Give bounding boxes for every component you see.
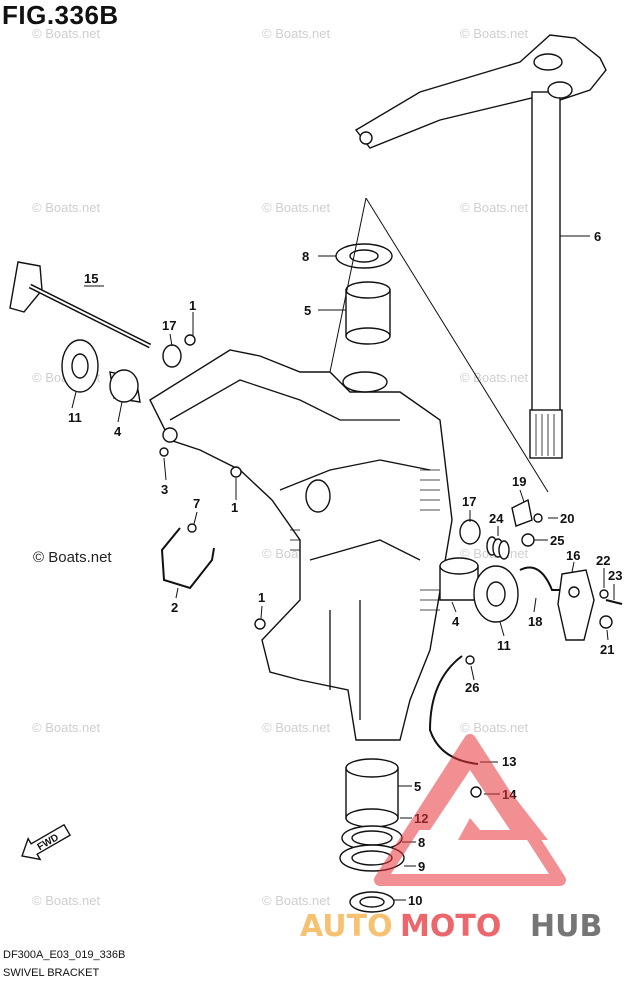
steering-shaft	[354, 34, 607, 459]
lever-18	[519, 566, 560, 591]
callout-1: 1	[258, 590, 265, 605]
watermark: © Boats.net	[262, 200, 331, 215]
callout-3: 3	[161, 482, 168, 497]
lower-bushing-stack	[339, 758, 405, 913]
guide-lines	[329, 197, 549, 493]
callout-26: 26	[465, 680, 479, 695]
callout-1: 1	[189, 298, 196, 313]
callout-5: 5	[304, 303, 311, 318]
callout-20: 20	[560, 511, 574, 526]
bolt-20	[533, 513, 543, 523]
callout-10: 10	[408, 893, 422, 908]
bolt-3	[159, 447, 169, 457]
bolt-14	[470, 786, 482, 798]
fwd-label: FWD	[36, 832, 61, 853]
callout-17: 17	[162, 318, 176, 333]
callout-4: 4	[452, 614, 460, 629]
callout-11: 11	[497, 638, 511, 653]
watermark: © Boats.net	[262, 720, 331, 735]
nut-17-left	[162, 344, 182, 368]
callout-16: 16	[566, 548, 580, 563]
nut-21	[599, 615, 613, 629]
nut-17-right	[459, 519, 481, 545]
watermark: © Boats.net	[460, 720, 529, 735]
fwd-arrow: FWD	[21, 823, 71, 861]
bolt-26	[465, 655, 475, 665]
nut-22	[599, 589, 609, 599]
callout-1: 1	[231, 500, 238, 515]
watermark: © Boats.net	[32, 720, 101, 735]
bracket-16	[557, 569, 595, 641]
bolt-7	[187, 523, 197, 533]
watermark: © Boats.net	[32, 200, 101, 215]
callout-15: 15	[84, 271, 98, 286]
callout-19: 19	[512, 474, 526, 489]
tilt-rod	[9, 261, 152, 349]
callouts: 15 1 17 11 4 3 8 5 6 1 7 2 1 19 20 17 24…	[68, 229, 622, 908]
callout-22: 22	[596, 553, 610, 568]
watermark-dark: © Boats.net	[33, 549, 112, 566]
logo-text-auto: AUTO	[300, 909, 393, 944]
watermark: © Boats.net	[460, 26, 529, 41]
figure-title: FIG.336B	[2, 0, 119, 30]
watermark: © Boats.net	[32, 893, 101, 908]
callout-2: 2	[171, 600, 178, 615]
callout-8: 8	[418, 835, 425, 850]
callout-25: 25	[550, 533, 564, 548]
callout-7: 7	[193, 496, 200, 511]
callout-11: 11	[68, 410, 82, 425]
callout-4: 4	[114, 424, 122, 439]
clip-19	[511, 498, 533, 527]
callout-9: 9	[418, 859, 425, 874]
callout-8: 8	[302, 249, 309, 264]
nipple-1c	[254, 618, 266, 630]
callout-17: 17	[462, 494, 476, 509]
automotohub-logo	[374, 734, 566, 886]
spring-24	[486, 536, 510, 560]
figure-code: DF300A_E03_019_336B	[3, 949, 126, 961]
watermark: © Boats.net	[32, 26, 101, 41]
ground-wire-2	[160, 527, 215, 590]
nipple-1a	[184, 334, 196, 346]
callout-21: 21	[600, 642, 614, 657]
callout-6: 6	[594, 229, 601, 244]
nipple-1b	[230, 466, 242, 478]
automotohub-wordmark: AUTO MOTO HUB	[300, 909, 602, 944]
logo-text-moto: MOTO	[400, 909, 501, 944]
section-name: SWIVEL BRACKET	[3, 967, 100, 979]
spring-25	[521, 533, 535, 547]
callout-5: 5	[414, 779, 421, 794]
hatching	[290, 469, 440, 611]
callout-18: 18	[528, 614, 542, 629]
callout-13: 13	[502, 754, 516, 769]
pin-23	[605, 599, 623, 605]
watermark: © Boats.net	[262, 26, 331, 41]
callout-23: 23	[608, 568, 622, 583]
swivel-bracket-body	[149, 349, 453, 741]
watermark: © Boats.net	[460, 370, 529, 385]
callout-24: 24	[489, 511, 504, 526]
watermark: © Boats.net	[262, 893, 331, 908]
logo-text-hub: HUB	[530, 909, 602, 944]
watermark: © Boats.net	[460, 200, 529, 215]
